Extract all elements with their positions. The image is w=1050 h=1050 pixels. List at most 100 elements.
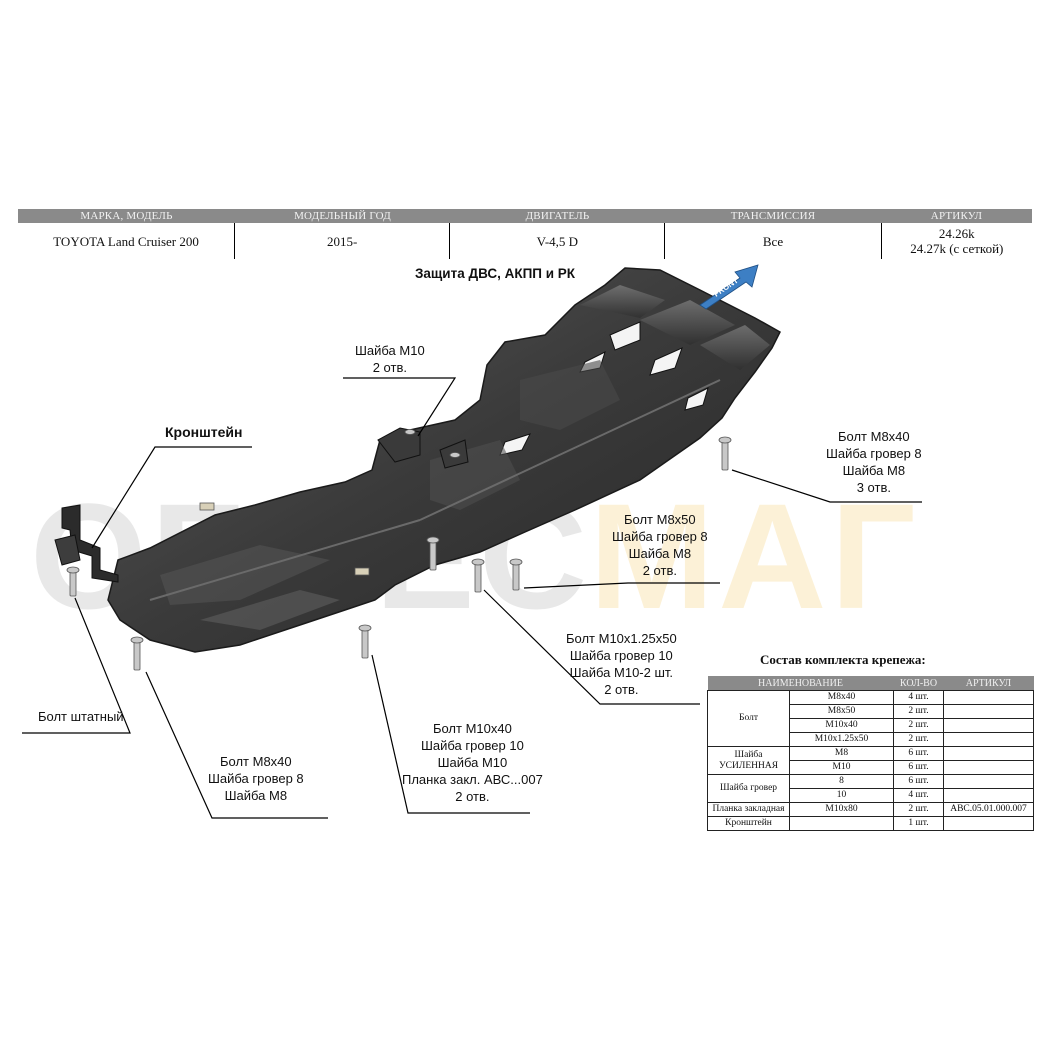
article-line1: 24.26k (938, 226, 975, 241)
table-row: Планка закладная М10х80 2 шт. АВС.05.01.… (707, 802, 1034, 817)
table-cell: Планка закладная (707, 802, 790, 817)
bolt-icon (426, 536, 440, 571)
vehicle-info-header: МАРКА, МОДЕЛЬ МОДЕЛЬНЫЙ ГОД ДВИГАТЕЛЬ ТР… (18, 209, 1032, 223)
bolt-icon (130, 636, 144, 671)
label-bolt-m10x40-line3: Шайба М10 (437, 755, 508, 770)
watermark-part2: МАГ (589, 472, 920, 640)
bolt-icon (358, 624, 372, 659)
leader-bolt-m8x50 (523, 582, 720, 589)
label-bolt-m8x50-line3: Шайба М8 (628, 546, 692, 561)
table-row: М10х1.25х50 2 шт. (708, 732, 1034, 747)
bolt-icon (471, 558, 485, 593)
kit-header-qty: КОЛ-ВО (893, 676, 944, 691)
kit-bolt-name: Болт (707, 690, 790, 747)
bolt-icon (509, 558, 523, 591)
label-bolt-m8x40-right-line3: Шайба М8 (842, 463, 906, 478)
table-cell (943, 774, 1034, 789)
col-engine: ДВИГАТЕЛЬ (450, 209, 665, 223)
label-bolt-m10x125-line2: Шайба гровер 10 (569, 648, 673, 663)
table-cell: АВС.05.01.000.007 (943, 802, 1034, 817)
label-washer-m10-line2: 2 отв. (372, 360, 407, 375)
label-bolt-m10x125: Болт М10х1.25х50 Шайба гровер 10 Шайба М… (566, 630, 677, 698)
table-cell (943, 718, 1034, 733)
table-cell: 6 шт. (893, 760, 944, 775)
label-bolt-standard: Болт штатный (38, 709, 124, 724)
table-cell: М8 (789, 746, 894, 761)
col-make-model: МАРКА, МОДЕЛЬ (18, 209, 235, 223)
table-cell: М8х50 (789, 704, 894, 719)
kit-washer-name-line2: УСИЛЕННАЯ (718, 760, 779, 771)
table-cell: Кронштейн (707, 816, 790, 831)
label-bolt-m10x40-line4: Планка закл. АВС...007 (402, 772, 543, 787)
label-washer-m10-line1: Шайба М10 (355, 343, 425, 358)
label-bolt-m8x40-right: Болт М8х40 Шайба гровер 8 Шайба М8 3 отв… (826, 428, 922, 496)
leader-lines (22, 377, 922, 819)
table-cell (943, 732, 1034, 747)
table-cell (943, 690, 1034, 705)
label-bolt-m8x40-right-line4: 3 отв. (856, 480, 891, 495)
kit-washer-name: Шайба УСИЛЕННАЯ (707, 746, 790, 775)
article-line2: 24.27k (с сеткой) (910, 241, 1004, 256)
value-article: 24.26k 24.27k (с сеткой) (882, 223, 1032, 259)
kit-table: НАИМЕНОВАНИЕ КОЛ-ВО АРТИКУЛ Болт М8х40 4… (707, 676, 1034, 831)
table-cell: 2 шт. (893, 802, 944, 817)
label-bolt-m8x50-line4: 2 отв. (642, 563, 677, 578)
label-bolt-m8x40-left-line3: Шайба М8 (224, 788, 288, 803)
vehicle-info-table: МАРКА, МОДЕЛЬ МОДЕЛЬНЫЙ ГОД ДВИГАТЕЛЬ ТР… (18, 209, 1032, 259)
table-cell: 1 шт. (893, 816, 944, 831)
label-bolt-m10x125-line4: 2 отв. (604, 682, 639, 697)
table-cell (943, 704, 1034, 719)
table-row: 10 4 шт. (708, 788, 1034, 803)
table-cell: 6 шт. (893, 746, 944, 761)
table-cell: 2 шт. (893, 704, 944, 719)
label-bolt-m10x40-line5: 2 отв. (455, 789, 490, 804)
table-cell: 4 шт. (893, 788, 944, 803)
leader-bolt-m10x125 (483, 589, 700, 705)
bolt-icon (718, 436, 732, 471)
value-make-model: TOYOTA Land Cruiser 200 (18, 223, 236, 259)
plate-insert-icon (199, 502, 370, 576)
kit-grover-name: Шайба гровер (707, 774, 790, 803)
table-row: М10 6 шт. (708, 760, 1034, 775)
table-row: Кронштейн 1 шт. (707, 816, 1034, 831)
bolt-icon (66, 566, 80, 597)
leader-bracket (91, 446, 252, 549)
col-article: АРТИКУЛ (881, 209, 1032, 223)
table-cell: М10 (789, 760, 894, 775)
label-bolt-m8x50: Болт М8х50 Шайба гровер 8 Шайба М8 2 отв… (612, 511, 708, 579)
leader-bolt-standard (22, 597, 131, 734)
col-transmission: ТРАНСМИССИЯ (665, 209, 881, 223)
label-washer-m10: Шайба М10 2 отв. (355, 342, 425, 376)
bracket-part (54, 504, 119, 583)
leader-bolt-m10x40 (371, 654, 530, 814)
label-bolt-m10x40: Болт М10х40 Шайба гровер 10 Шайба М10 Пл… (402, 720, 543, 805)
table-cell: М8х40 (789, 690, 894, 705)
washer-icon (404, 429, 461, 458)
table-cell (789, 816, 894, 831)
label-bolt-m8x40-right-line2: Шайба гровер 8 (826, 446, 922, 461)
table-cell: 2 шт. (893, 718, 944, 733)
table-cell (943, 746, 1034, 761)
label-bracket: Кронштейн (165, 424, 243, 440)
table-cell: М10х40 (789, 718, 894, 733)
label-bolt-m8x40-left-line2: Шайба гровер 8 (208, 771, 304, 786)
label-bolt-m8x40-left-line1: Болт М8х40 (220, 754, 292, 769)
value-model-year: 2015- (235, 223, 451, 259)
label-bolt-m10x125-line3: Шайба М10-2 шт. (569, 665, 674, 680)
leader-washer-m10 (343, 377, 457, 437)
kit-header-article: АРТИКУЛ (943, 676, 1034, 691)
label-bolt-m10x40-line1: Болт М10х40 (432, 721, 512, 736)
label-bolt-m8x40-left: Болт М8х40 Шайба гровер 8 Шайба М8 (208, 753, 304, 804)
label-bolt-m8x50-line1: Болт М8х50 (624, 512, 696, 527)
table-cell: 2 шт. (893, 732, 944, 747)
front-arrow: FRONT (699, 264, 759, 310)
diagram-title: Защита ДВС, АКПП и РК (414, 266, 576, 281)
label-bolt-m8x50-line2: Шайба гровер 8 (612, 529, 708, 544)
table-cell (943, 788, 1034, 803)
table-row: Шайба УСИЛЕННАЯ М8 6 шт. (707, 746, 1034, 775)
table-cell: 6 шт. (893, 774, 944, 789)
table-row: Шайба гровер 8 6 шт. (707, 774, 1034, 803)
value-engine: V-4,5 D (450, 223, 666, 259)
vehicle-info-values: TOYOTA Land Cruiser 200 2015- V-4,5 D Вс… (18, 223, 1032, 259)
